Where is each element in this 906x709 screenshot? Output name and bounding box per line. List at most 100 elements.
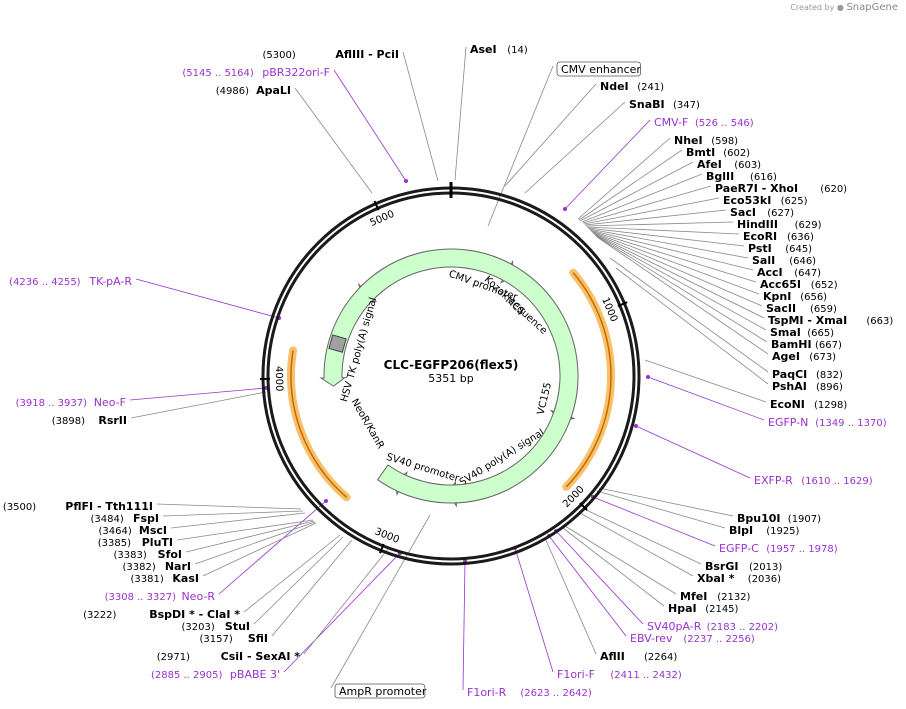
- leader-sacii: [592, 232, 763, 307]
- site-afei[interactable]: AfeI(603): [697, 158, 761, 171]
- leader-ebv-rev: [548, 535, 627, 637]
- primer-neo-f[interactable]: Neo-F(3918 .. 3937): [16, 396, 126, 409]
- site-stui[interactable]: StuI(3203): [182, 620, 250, 633]
- leader-kasi: [202, 522, 317, 577]
- label-name: SacI: [730, 206, 756, 219]
- primer-cmv-f[interactable]: CMV-F(526 .. 546): [654, 116, 754, 129]
- label-position: (5300): [263, 50, 296, 61]
- label-position: (3203): [182, 622, 215, 633]
- site-afliii-pcii[interactable]: AflIII - PciI(5300): [263, 48, 399, 61]
- site-bmti[interactable]: BmtI (602): [686, 146, 750, 159]
- site-sfoi[interactable]: SfoI(3383): [114, 548, 182, 561]
- feature-tag-cmv-enhancer[interactable]: CMV enhancer: [556, 61, 641, 77]
- primer-site-neo-r: [324, 499, 328, 503]
- site-bglii[interactable]: BglII(616): [706, 170, 777, 183]
- site-nari[interactable]: NarI(3382): [123, 560, 191, 573]
- site-rsrii[interactable]: RsrII(3898): [52, 414, 127, 427]
- primer-site-pbr322ori-f: [404, 179, 408, 183]
- leader-pshai: [615, 267, 769, 385]
- site-fspi[interactable]: FspI(3484): [91, 512, 159, 525]
- site-acc65i[interactable]: Acc65I(652): [760, 278, 838, 291]
- site-sfii[interactable]: SfiI(3157): [200, 632, 268, 645]
- leader-rsrii: [130, 391, 267, 419]
- primer-pbr322ori-f[interactable]: pBR322ori-F(5145 .. 5164): [182, 66, 330, 79]
- watermark-brand: SnapGene: [846, 2, 898, 13]
- site-pshai[interactable]: PshAI(896): [772, 380, 843, 393]
- site-psti[interactable]: PstI(645): [748, 242, 812, 255]
- site-hindiii[interactable]: HindIII(629): [737, 218, 822, 231]
- label-position: (2623 .. 2642): [520, 688, 592, 699]
- site-paer7i-xhoi[interactable]: PaeR7I - XhoI(620): [715, 182, 847, 195]
- label-position: (602): [723, 148, 750, 159]
- site-snabi[interactable]: SnaBI(347): [629, 98, 700, 111]
- site-asei[interactable]: AseI(14): [470, 43, 528, 56]
- site-ndei[interactable]: NdeI(241): [600, 80, 664, 93]
- label-position: (603): [734, 160, 761, 171]
- primer-f1ori-f[interactable]: F1ori-F(2411 .. 2432): [557, 668, 682, 681]
- primer-neo-r[interactable]: Neo-R(3308 .. 3327): [105, 590, 216, 603]
- label-position: (1907): [788, 514, 821, 525]
- leader-asei: [454, 46, 467, 181]
- site-blpi[interactable]: BlpI(1925): [729, 524, 800, 537]
- label-position: (896): [816, 382, 843, 393]
- site-tspmi-xmai[interactable]: TspMI - XmaI(663): [768, 314, 893, 327]
- primer-tk-pa-r[interactable]: TK-pA-R(4236 .. 4255): [9, 275, 132, 288]
- site-kasi[interactable]: KasI(3381): [131, 572, 199, 585]
- site-aflii[interactable]: AflII(2264): [600, 650, 677, 663]
- site-eco53ki[interactable]: Eco53kI(625): [723, 194, 808, 207]
- leader-econi: [644, 359, 767, 403]
- leader-saci: [584, 209, 727, 226]
- site-csii-sexai[interactable]: CsiI - SexAI *(2971): [157, 650, 301, 663]
- leader-acc65i: [590, 230, 757, 283]
- site-paqci[interactable]: PaqCI(832): [772, 368, 843, 381]
- site-nhei[interactable]: NheI (598): [674, 134, 738, 147]
- label-position: (656): [800, 292, 827, 303]
- label-name: CMV-F: [654, 116, 688, 129]
- site-econi[interactable]: EcoNI(1298): [770, 398, 847, 411]
- label-name: NheI: [674, 134, 703, 147]
- leader-bamhi: [595, 235, 768, 343]
- primer-egfp-c[interactable]: EGFP-C(1957 .. 1978): [719, 542, 838, 555]
- label-name: pBR322ori-F: [262, 66, 330, 79]
- primer-egfp-n[interactable]: EGFP-N(1349 .. 1370): [768, 416, 887, 429]
- site-agei[interactable]: AgeI(673): [772, 350, 836, 363]
- site-bpu10i[interactable]: Bpu10I(1907): [737, 512, 821, 525]
- site-xbai[interactable]: XbaI *(2036): [697, 572, 781, 585]
- site-pflfi-tth111i[interactable]: PflFI - Tth111I(3500): [3, 500, 153, 513]
- label-name: NdeI: [600, 80, 629, 93]
- label-name: SmaI: [770, 326, 801, 339]
- label-name: HindIII: [737, 218, 778, 231]
- label-position: (598): [711, 136, 738, 147]
- site-hpai[interactable]: HpaI(2145): [668, 602, 739, 615]
- site-pluti[interactable]: PluTI(3385): [98, 536, 173, 549]
- site-apali[interactable]: ApaLI(4986): [216, 84, 291, 97]
- leader-bpu10i: [598, 487, 734, 517]
- site-msci[interactable]: MscI(3464): [99, 524, 167, 537]
- site-kpni[interactable]: KpnI(656): [763, 290, 827, 303]
- site-bsrgi[interactable]: BsrGI(2013): [705, 560, 782, 573]
- site-bamhi[interactable]: BamHI(667): [771, 338, 842, 351]
- label-name: BmtI: [686, 146, 715, 159]
- feature-tag-ampr-promoter[interactable]: AmpR promoter: [334, 683, 427, 699]
- site-sali[interactable]: SalI(646): [752, 254, 816, 267]
- primer-ebv-rev[interactable]: EBV-rev(2237 .. 2256): [630, 632, 755, 645]
- label-name: Neo-F: [94, 396, 126, 409]
- primer-pbabe-3[interactable]: pBABE 3'(2885 .. 2905): [151, 668, 280, 681]
- site-ecori[interactable]: EcoRI(636): [743, 230, 814, 243]
- site-acci[interactable]: AccI(647): [757, 266, 821, 279]
- label-position: (2237 .. 2256): [683, 634, 755, 645]
- leader-lines: [129, 46, 769, 691]
- label-name: pBABE 3': [230, 668, 280, 681]
- site-smai[interactable]: SmaI(665): [770, 326, 834, 339]
- primer-f1ori-r[interactable]: F1ori-R(2623 .. 2642): [467, 686, 592, 699]
- label-name: NarI: [165, 560, 191, 573]
- site-saci[interactable]: SacI(627): [730, 206, 794, 219]
- site-sacii[interactable]: SacII(659): [766, 302, 837, 315]
- site-bspdi-clai[interactable]: BspDI * - ClaI *(3222): [83, 608, 240, 621]
- site-mfei[interactable]: MfeI(2132): [680, 590, 751, 603]
- leader-bmti: [578, 149, 683, 221]
- label-name: AccI: [757, 266, 783, 279]
- primer-exfp-r[interactable]: EXFP-R(1610 .. 1629): [754, 474, 873, 487]
- primer-sv40pa-r[interactable]: SV40pA-R(2183 .. 2202): [647, 620, 778, 633]
